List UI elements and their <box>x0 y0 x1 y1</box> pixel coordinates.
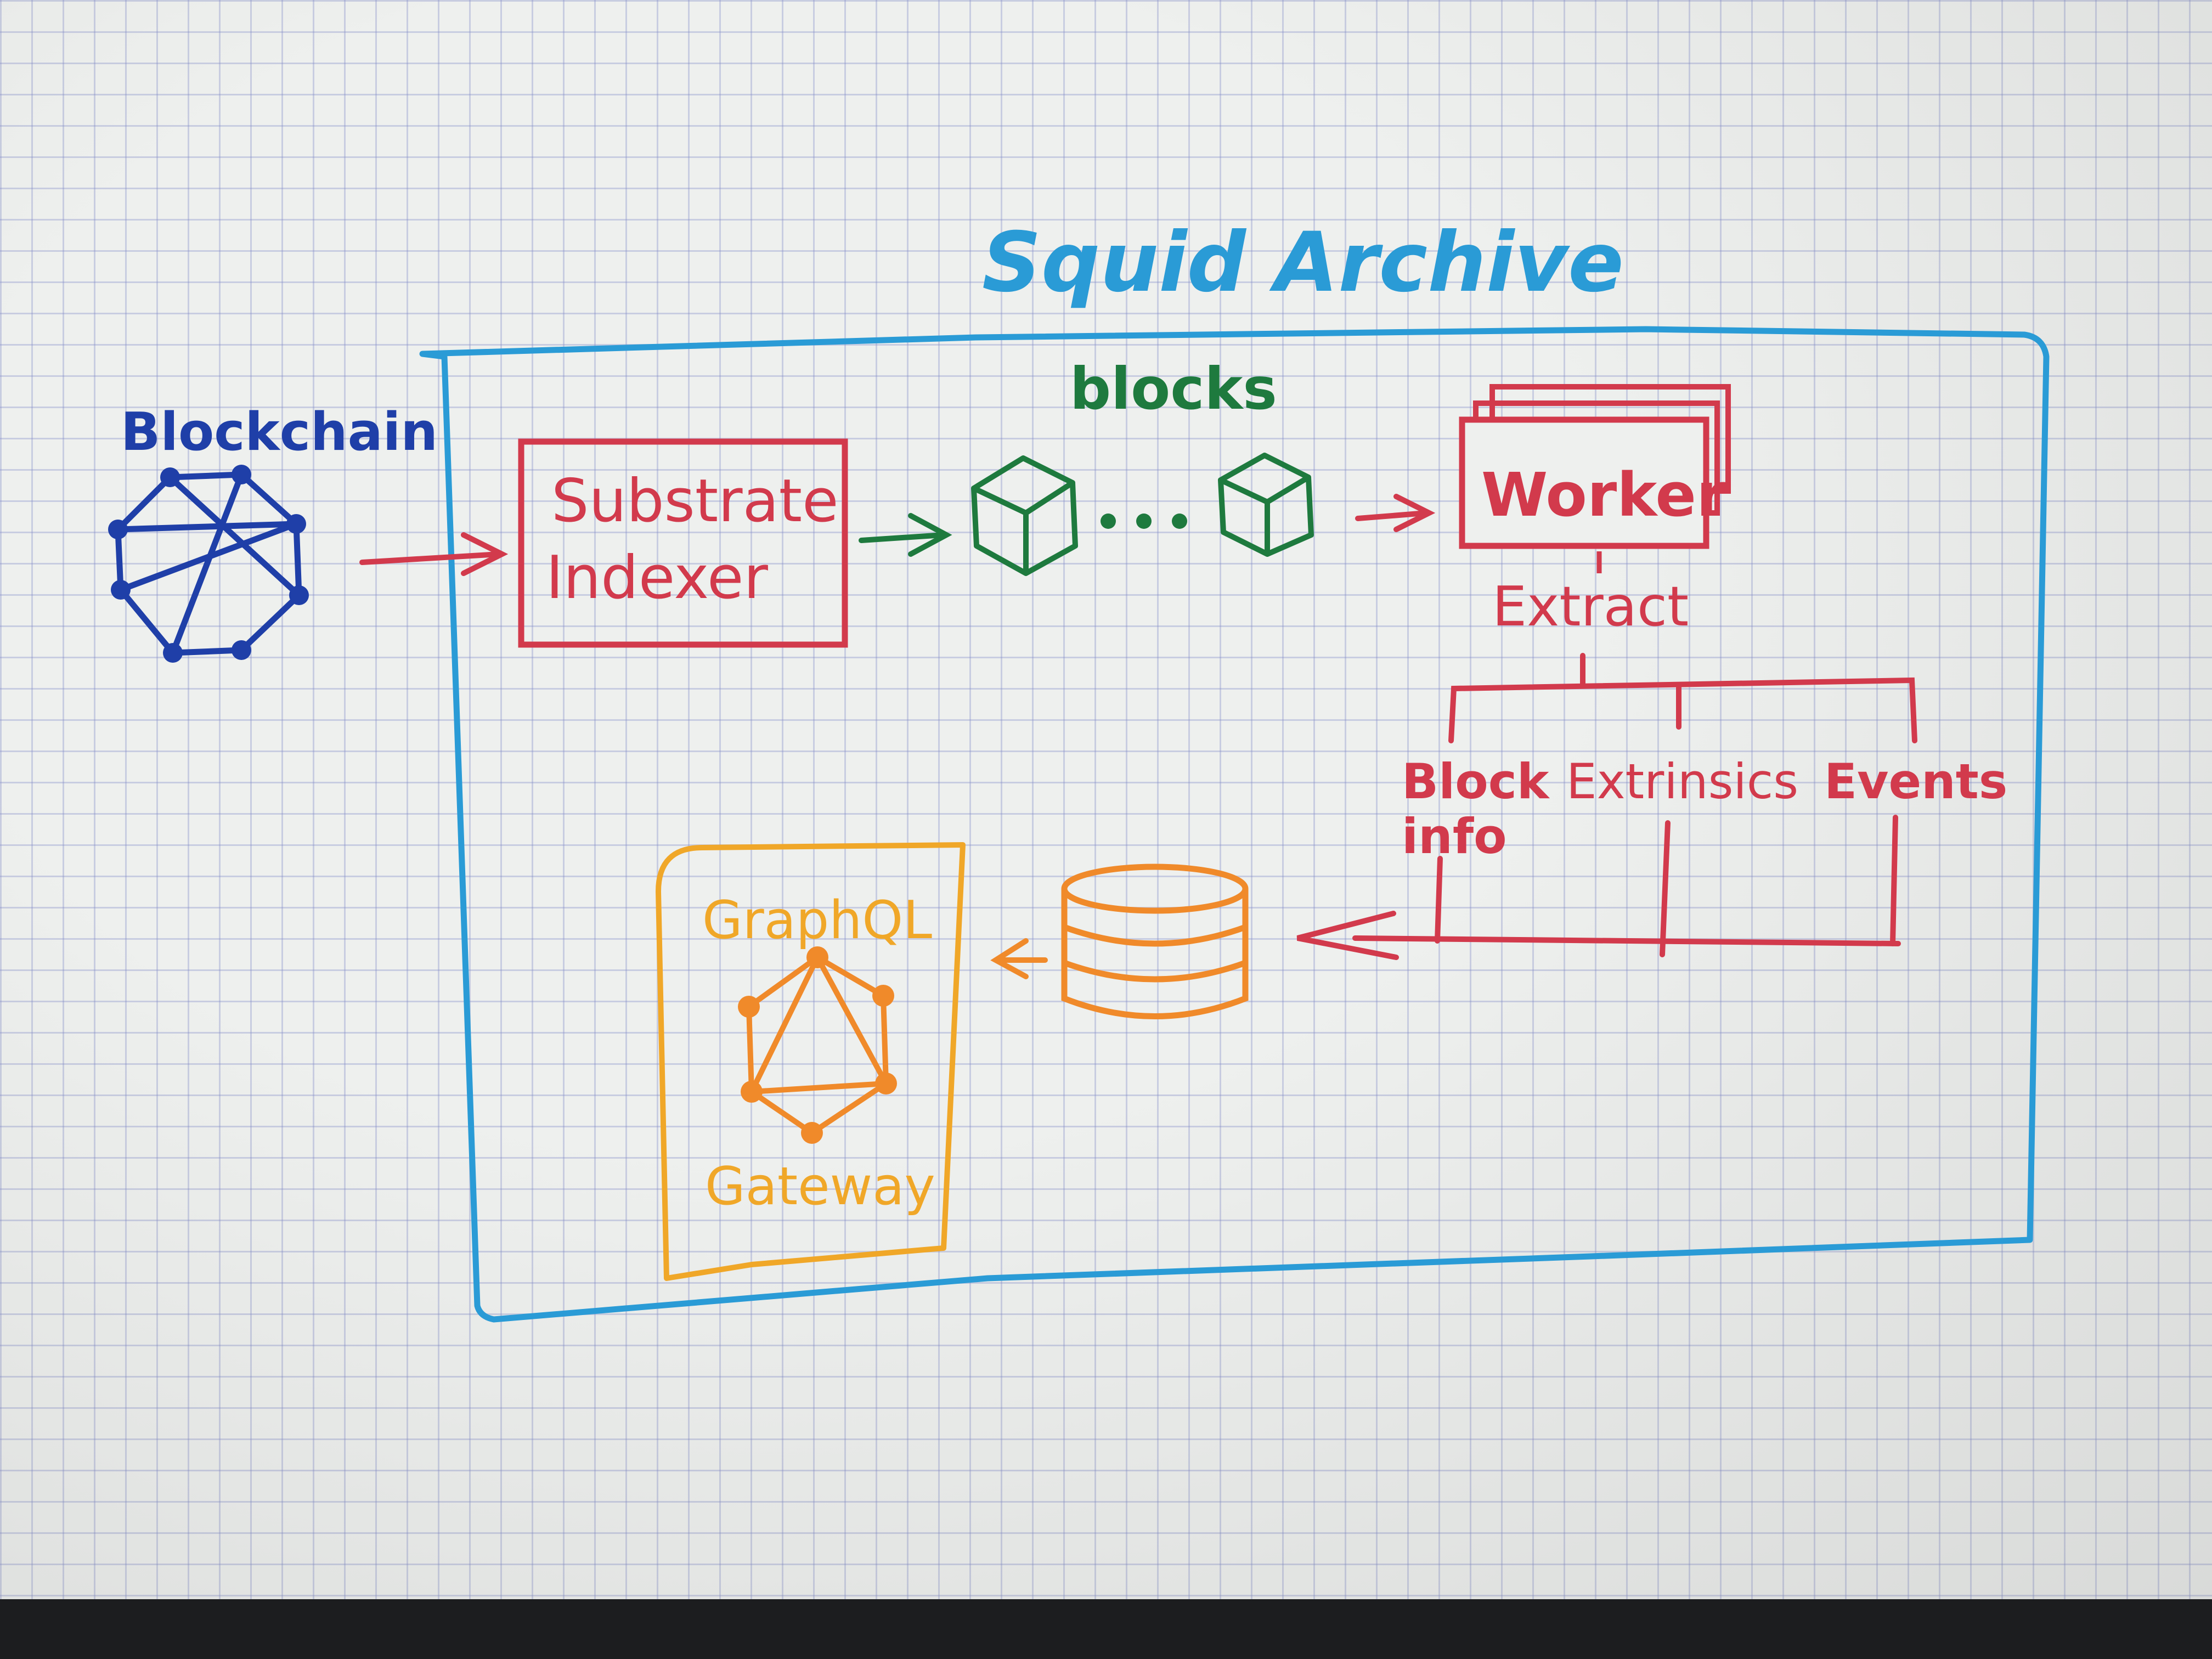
arrow-blockchain-to-indexer <box>359 532 509 576</box>
architecture-diagram: Squid Archive Blockchain Substrate Index… <box>108 215 2050 1323</box>
squid-archive-frame <box>419 326 2050 1323</box>
arrow-blocks-to-worker <box>1355 494 1436 532</box>
events-label: Events <box>1824 753 2007 810</box>
grid-paper <box>0 0 2212 1599</box>
block-info-label-line1: Block <box>1402 753 1550 810</box>
diagram-title: Squid Archive <box>982 215 1624 311</box>
lighting-shade <box>0 0 2212 1599</box>
collector-lines <box>1296 815 1901 960</box>
database-icon <box>1061 864 1249 1019</box>
substrate-indexer-box <box>518 438 848 648</box>
blockchain-nodes <box>108 465 309 663</box>
block-info-label-line2: info <box>1402 808 1507 865</box>
arrow-storage-to-gateway <box>990 938 1048 979</box>
block-cube-icon <box>1218 453 1314 557</box>
graphql-icon <box>746 955 889 1136</box>
desk-edge <box>0 1599 2212 1659</box>
block-cube-icon <box>971 455 1078 576</box>
blockchain-network-icon <box>115 471 302 656</box>
indexer-label-line2: Indexer <box>546 544 768 612</box>
ellipsis-dots <box>1101 514 1187 529</box>
blocks-label: blocks <box>1070 356 1277 422</box>
graphql-label: GraphQL <box>702 890 932 951</box>
worker-box <box>1459 416 1709 549</box>
blockchain-label: Blockchain <box>121 402 438 462</box>
extract-branch-bracket <box>1448 653 1917 743</box>
graphql-gateway-box <box>656 842 966 1281</box>
indexer-label-line1: Substrate <box>551 467 839 535</box>
extract-label: Extract <box>1492 574 1689 639</box>
graphql-nodes <box>738 946 897 1144</box>
arrow-indexer-to-blocks <box>859 513 952 557</box>
gateway-label: Gateway <box>705 1156 935 1217</box>
extrinsics-label: Extrinsics <box>1566 753 1798 810</box>
worker-label: Worker <box>1481 460 1726 530</box>
